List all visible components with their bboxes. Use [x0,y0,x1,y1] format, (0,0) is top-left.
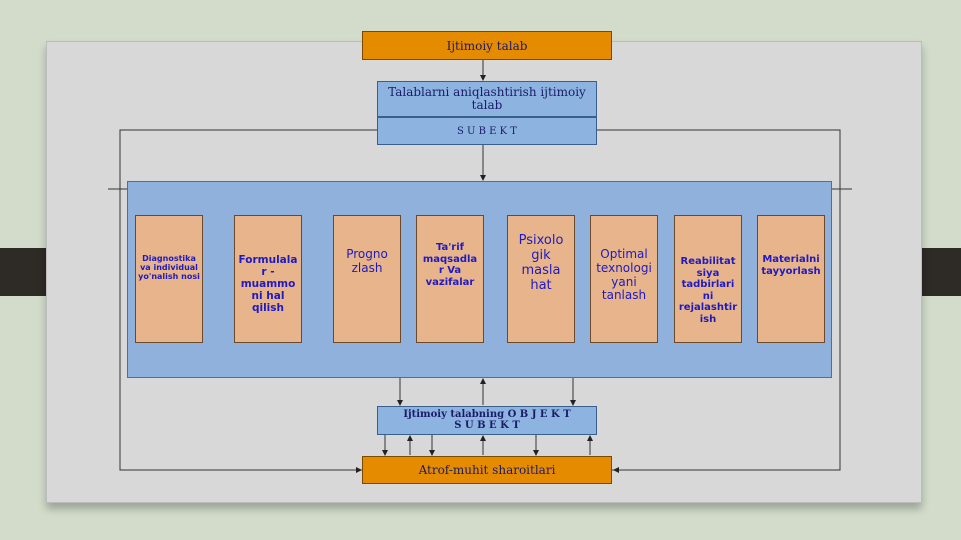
environment-label: Atrof-muhit sharoitlari [418,463,556,477]
step-rehabilitation: Reabilitat siya tadbirlari ni rejalashti… [674,215,742,343]
subject-label: S U B E K T [457,125,517,137]
step-goals: Ta'rif maqsadla r Va vazifalar [416,215,484,343]
object-label-1: Ijtimoiy talabning O B J E K T [403,409,571,420]
step-formulation: Formulala r - muammo ni hal qilish [234,215,302,343]
define-demand-box: Talablarni aniqlashtirish ijtimoiy talab [377,81,597,117]
environment-box: Atrof-muhit sharoitlari [362,456,612,484]
step-forecasting: Progno zlash [333,215,401,343]
object-box: Ijtimoiy talabning O B J E K T S U B E K… [377,406,597,435]
object-label-2: S U B E K T [454,419,520,431]
step-materials: Materialni tayyorlash [757,215,825,343]
step-psych-advice: Psixolo gik masla hat [507,215,575,343]
step-technology: Optimal texnologi yani tanlash [590,215,658,343]
define-demand-label: Talablarni aniqlashtirish ijtimoiy talab [388,85,586,112]
step-diagnostics: Diagnostika va individual yo'nalish nosi [135,215,203,343]
social-demand-box: Ijtimoiy talab [362,31,612,60]
social-demand-label: Ijtimoiy talab [446,38,528,53]
subject-box: S U B E K T [377,117,597,145]
